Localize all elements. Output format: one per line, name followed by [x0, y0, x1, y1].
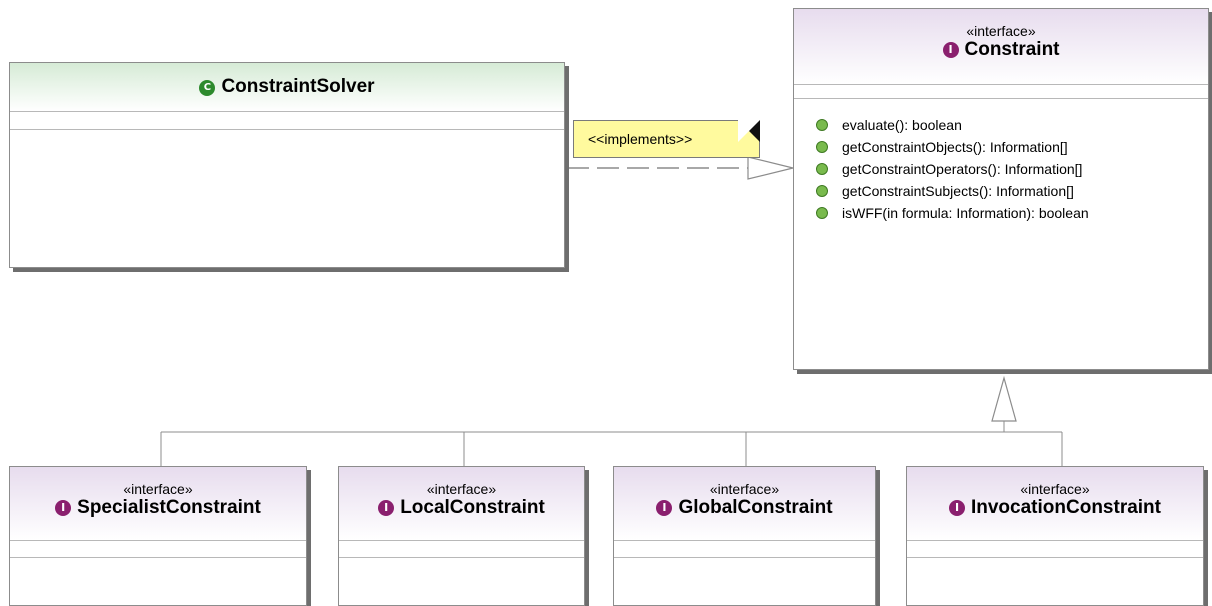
stereotype-label: «interface»: [123, 481, 193, 497]
operation-label: evaluate(): boolean: [842, 117, 962, 133]
attributes-divider: [339, 557, 584, 558]
connectors-layer: [160, 156, 1063, 468]
global-constraint-interface[interactable]: «interface» I GlobalConstraint: [613, 466, 876, 606]
stereotype-label: «interface»: [966, 23, 1036, 39]
attributes-divider: [907, 557, 1203, 558]
interface-title: InvocationConstraint: [970, 497, 1161, 518]
constraint-solver-class[interactable]: C ConstraintSolver: [9, 62, 565, 268]
interface-icon: I: [948, 500, 965, 516]
operation-item[interactable]: getConstraintOperators(): Information[]: [794, 158, 1208, 180]
public-method-icon: [816, 119, 828, 131]
public-method-icon: [816, 141, 828, 153]
class-icon: C: [199, 80, 216, 96]
interface-header: «interface» I GlobalConstraint: [614, 467, 875, 541]
interface-icon: I: [378, 500, 395, 516]
specialist-constraint-interface[interactable]: «interface» I SpecialistConstraint: [9, 466, 307, 606]
operation-label: isWFF(in formula: Information): boolean: [842, 205, 1089, 221]
attributes-divider: [10, 557, 306, 558]
stereotype-label: «interface»: [1020, 481, 1090, 497]
attributes-divider: [10, 129, 564, 130]
interface-header: «interface» I SpecialistConstraint: [10, 467, 306, 541]
implements-note[interactable]: <<implements>>: [573, 120, 760, 158]
class-header: C ConstraintSolver: [10, 63, 564, 112]
note-fold-corner: [738, 120, 760, 142]
public-method-icon: [816, 185, 828, 197]
constraint-interface[interactable]: «interface» I Constraint evaluate(): bool…: [793, 8, 1209, 370]
operations-list: evaluate(): boolean getConstraintObjects…: [794, 114, 1208, 224]
operation-label: getConstraintObjects(): Information[]: [842, 139, 1068, 155]
interface-header: «interface» I LocalConstraint: [339, 467, 584, 541]
interface-header: «interface» I Constraint: [794, 9, 1208, 85]
stereotype-label: «interface»: [426, 481, 497, 497]
note-text: <<implements>>: [588, 131, 693, 147]
attributes-divider: [614, 557, 875, 558]
public-method-icon: [816, 163, 828, 175]
interface-icon: I: [942, 42, 959, 58]
operation-item[interactable]: getConstraintObjects(): Information[]: [794, 136, 1208, 158]
operation-label: getConstraintSubjects(): Information[]: [842, 183, 1074, 199]
stereotype-label: «interface»: [709, 481, 780, 497]
interface-header: «interface» I InvocationConstraint: [907, 467, 1203, 541]
public-method-icon: [816, 207, 828, 219]
attributes-divider: [794, 98, 1208, 99]
interface-icon: I: [656, 500, 673, 516]
local-constraint-interface[interactable]: «interface» I LocalConstraint: [338, 466, 585, 606]
interface-title: SpecialistConstraint: [77, 497, 261, 518]
interface-title: Constraint: [964, 39, 1060, 60]
operation-item[interactable]: evaluate(): boolean: [794, 114, 1208, 136]
operation-item[interactable]: getConstraintSubjects(): Information[]: [794, 180, 1208, 202]
class-title: ConstraintSolver: [221, 76, 375, 97]
interface-icon: I: [55, 500, 72, 516]
operation-item[interactable]: isWFF(in formula: Information): boolean: [794, 202, 1208, 224]
invocation-constraint-interface[interactable]: «interface» I InvocationConstraint: [906, 466, 1204, 606]
interface-title: GlobalConstraint: [678, 497, 833, 518]
generalization-arrowhead: [991, 375, 1017, 422]
operation-label: getConstraintOperators(): Information[]: [842, 161, 1083, 177]
interface-title: LocalConstraint: [400, 497, 545, 518]
realization-arrowhead: [747, 156, 794, 180]
